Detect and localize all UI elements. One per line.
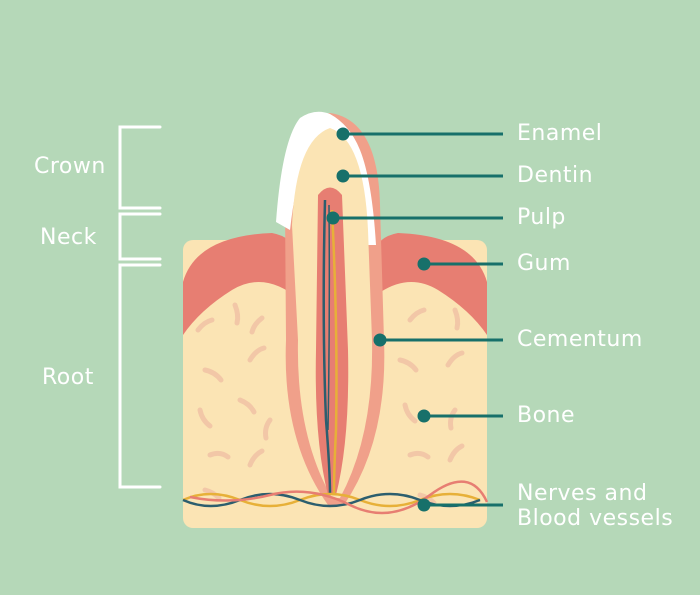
crown-bracket — [118, 125, 162, 210]
cementum-label: Cementum — [517, 327, 643, 352]
neck-label: Neck — [40, 225, 97, 250]
bone-label: Bone — [517, 403, 576, 428]
neck-bracket — [118, 212, 162, 261]
dentin-leader — [336, 169, 503, 183]
bone-texture — [195, 302, 465, 506]
gum-label: Gum — [517, 251, 571, 276]
enamel-leader — [336, 127, 503, 141]
cementum-leader — [373, 333, 503, 347]
enamel-label: Enamel — [517, 121, 603, 146]
gum-right — [370, 233, 487, 335]
crown-label: Crown — [34, 154, 106, 179]
bone-leader — [417, 409, 503, 423]
nerves-label-line2: Blood vessels — [517, 506, 674, 531]
root-label: Root — [42, 365, 94, 390]
gum-left — [183, 233, 300, 335]
gum-leader — [417, 257, 503, 271]
pulp-vessel — [330, 209, 338, 496]
nerves-leader — [417, 498, 503, 512]
root-bracket — [118, 263, 162, 489]
enamel — [276, 111, 376, 245]
pulp-label: Pulp — [517, 205, 566, 230]
nerves-label-line1: Nerves and — [517, 481, 648, 506]
pulp-nerve — [322, 199, 332, 496]
dentin-label: Dentin — [517, 163, 594, 188]
pulp-nerve-2 — [327, 204, 331, 431]
pulp-leader — [326, 211, 503, 225]
leader-lines — [326, 127, 503, 512]
region-brackets — [118, 125, 162, 489]
